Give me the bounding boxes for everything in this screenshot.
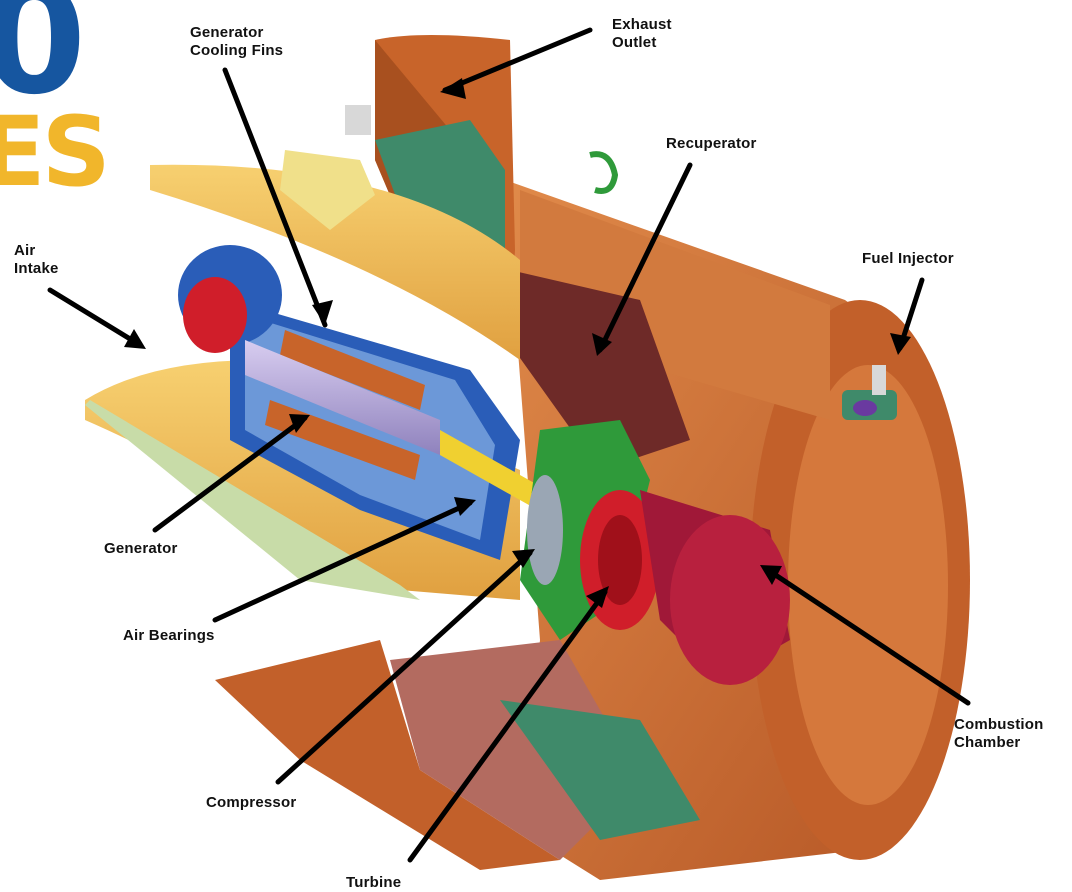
label-fuel-injector: Fuel Injector [862,250,954,268]
connector-box [345,105,371,135]
combustion-liner [670,515,790,685]
label-recuperator: Recuperator [666,135,757,153]
label-generator-cooling-fins: Generator Cooling Fins [190,24,283,60]
label-air-intake: Air Intake [14,242,59,278]
label-compressor: Compressor [206,794,296,812]
label-generator: Generator [104,540,178,558]
label-combustion-chamber: Combustion Chamber [954,716,1044,752]
green-hose [590,154,615,191]
label-air-bearings: Air Bearings [123,627,215,645]
arrow-air-intake [50,290,140,345]
intake-opening [183,277,247,353]
logo-letters: ES [0,102,107,202]
label-turbine: Turbine [346,874,401,892]
label-exhaust-outlet: Exhaust Outlet [612,16,672,52]
